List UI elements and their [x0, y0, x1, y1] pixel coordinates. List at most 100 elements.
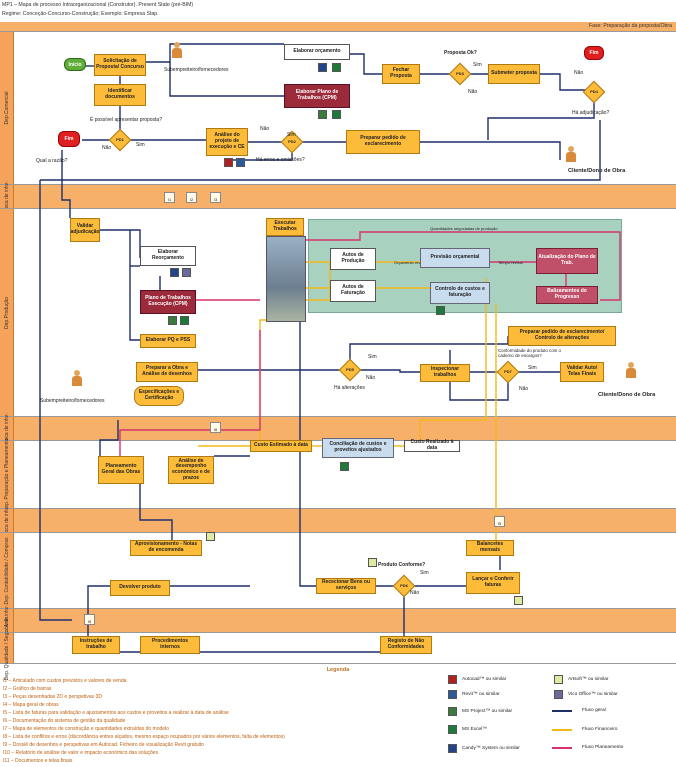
label-nao-3: Não: [260, 126, 270, 132]
node-previsao-orcamental[interactable]: Previsão orçamental: [420, 248, 490, 268]
excel-icon: [436, 306, 445, 315]
candy-icon: [170, 268, 179, 277]
node-conciliacao[interactable]: Conciliação de custos e proveitos ajusta…: [322, 438, 394, 458]
node-autos-producao[interactable]: Autos de Produção: [330, 248, 376, 270]
legend-software: Artsoft™ ou similar: [568, 677, 609, 682]
node-custo-realizado[interactable]: Custo Realizado à data: [404, 439, 460, 452]
excel-icon: [340, 462, 349, 471]
node-identificar[interactable]: Identificar documentos: [94, 84, 146, 106]
decision-pd1-label: PD1: [116, 137, 124, 142]
doc-i8: I8: [210, 422, 221, 433]
label-cliente-1: Cliente/Dono de Obra: [568, 168, 626, 174]
node-elaborar-plano[interactable]: Elaborar Plano de Trabalhos (CPM): [284, 84, 350, 108]
legend-item: I10 – Relatório de análise de valor e im…: [3, 750, 159, 756]
end-terminal-1[interactable]: Fim: [58, 131, 80, 147]
label-sim-4: Sim: [368, 354, 377, 360]
node-autos-faturacao[interactable]: Autos de Faturação: [330, 280, 376, 302]
legend-flow: Fluxo geral: [582, 708, 606, 713]
node-preparar-pedido[interactable]: Preparar pedido de esclarecimento: [346, 130, 420, 154]
node-controlo-custos[interactable]: Controlo de custos e faturação: [430, 282, 490, 304]
node-especificacoes[interactable]: Especificações e Certificação: [134, 386, 184, 406]
label-nao-6: Não: [410, 590, 420, 596]
node-fechar-proposta[interactable]: Fechar Proposta: [382, 64, 420, 84]
node-validar-auto[interactable]: Validar Auto/ Telas Finais: [560, 362, 604, 382]
node-elaborar-reorcamento[interactable]: Elaborar Reorçamento: [140, 246, 196, 266]
node-analise-desempenho[interactable]: Análise de desempenho económico e de pra…: [168, 456, 214, 484]
doc-i2: I2: [186, 192, 197, 203]
node-solicitacao[interactable]: Solicitação de Proposta/ Concurso: [94, 54, 146, 76]
label-orcamento-revisto: Orçamento revisto: [394, 260, 427, 265]
client-icon: [624, 362, 638, 378]
node-rececionar[interactable]: Rececionar Bens ou serviços: [316, 578, 376, 594]
ms-project-icon: [448, 707, 457, 716]
node-balancetes[interactable]: Balancetes mensais: [466, 540, 514, 556]
end-terminal-2[interactable]: Fim: [584, 46, 604, 60]
decision-pd2-label: PD2: [288, 139, 296, 144]
label-sim-6: Sim: [420, 570, 429, 576]
node-preparar-obra[interactable]: Preparar a Obra e Análise de desenhos: [136, 362, 198, 382]
legend-line-financial: [552, 729, 572, 731]
label-ha-erros: Há erros e omissões?: [256, 157, 305, 163]
decision-pd4-label: PD4: [590, 89, 598, 94]
lane-troca-2: Troca de infor.: [0, 413, 676, 444]
node-plano-execucao[interactable]: Plano de Trabalhos Execução (CPM): [140, 290, 196, 314]
node-balizamentos[interactable]: Balizamentos do Progresso: [536, 286, 598, 304]
legend-item: I4 – Mapa geral de obras: [3, 702, 59, 708]
label-nao-2: Não: [102, 145, 112, 151]
legend-item: I11 – Documentos e telas finais: [3, 758, 73, 764]
decision-pd7-label: PD7: [504, 369, 512, 374]
client-icon: [564, 146, 578, 162]
node-analise-projeto[interactable]: Análise do projeto de execução e CE: [206, 128, 248, 156]
node-elaborar-pq-pss[interactable]: Elaborar PQ e PSS: [140, 334, 196, 348]
node-aprovisionamento[interactable]: Aprovisionamento - Notas de encomenda: [130, 540, 202, 556]
revit-icon: [236, 158, 245, 167]
node-executar-trabalhos[interactable]: Executar Trabalhos: [266, 218, 304, 236]
node-procedimentos[interactable]: Procedimentos internos: [140, 636, 200, 654]
phase-label: Fase: Preparação da proposta/Obra: [588, 23, 672, 29]
ms-project-icon: [318, 110, 327, 119]
legend-software: Revit™ ou similar: [462, 692, 500, 697]
legend-item: I8 – Lista de conflitos e erros (discord…: [3, 734, 285, 740]
construction-photo: [266, 236, 306, 322]
legend-line-general: [552, 710, 572, 712]
candy-icon: [448, 744, 457, 753]
node-atualizacao-plano[interactable]: Atualização do Plano de Trab.: [536, 248, 598, 274]
decision-pd3-label: PD3: [456, 71, 464, 76]
legend-flow: Fluxo Financeiro: [582, 727, 618, 732]
subcontractor-icon: [70, 370, 84, 386]
label-cliente-2: Cliente/Dono de Obra: [598, 392, 656, 398]
label-nao-5: Não: [519, 386, 529, 392]
node-devolver-produto[interactable]: Devolver produto: [110, 580, 170, 596]
node-elaborar-orcamento[interactable]: Elaborar orçamento: [284, 44, 350, 60]
doc-i5b: I5: [84, 614, 95, 625]
legend-item: I7 – Mapa de elementos de construção e q…: [3, 726, 169, 732]
node-custo-estimado[interactable]: Custo Estimado à data: [250, 440, 312, 452]
lane-troca-4: Troca de infor.: [0, 605, 676, 636]
legend-item: I9 – Dossiê de desenhos e perspetivas em…: [3, 742, 204, 748]
label-ha-adjudicacao: Há adjudicação?: [572, 110, 610, 116]
lane-troca-1: Troca de infor.: [0, 181, 676, 212]
label-nao-4: Não: [366, 375, 376, 381]
node-instrucoes[interactable]: Instruções de trabalho: [72, 636, 120, 654]
node-planeamento-geral[interactable]: Planeamento Geral das Obras: [98, 456, 144, 484]
node-lancar-faturas[interactable]: Lançar e Conferir faturas: [466, 572, 520, 594]
label-e-possivel: É possível apresentar proposta?: [90, 117, 162, 123]
label-sim-5: Sim: [528, 365, 537, 371]
node-registo-nao-conformidades[interactable]: Registo de Não Conformidades: [380, 636, 432, 654]
node-inspecionar[interactable]: Inspecionar trabalhos: [420, 364, 470, 382]
label-subempreiteiro-1: Subempreiteiro/fornecedores: [164, 67, 229, 73]
label-tempo-revisto: Tempo revisto: [498, 260, 523, 265]
label-nao-top: Não: [574, 70, 584, 76]
diagram-title: MP1 – Mapa de processo Intraorganizacion…: [2, 2, 194, 8]
node-validar-adjudicacao[interactable]: Validar adjudicação: [70, 218, 100, 242]
vico-icon: [554, 690, 563, 699]
label-qual-razao: Qual a razão?: [36, 158, 68, 164]
decision-pd5-label: PD5: [346, 367, 354, 372]
start-terminal[interactable]: Início: [64, 58, 86, 71]
node-submeter-proposta[interactable]: Submeter proposta: [488, 64, 540, 84]
phase-bar: Fase: Preparação da proposta/Obra: [0, 22, 676, 31]
decision-pd6-label: PD6: [400, 583, 408, 588]
node-preparar-pedido-2[interactable]: Preparar pedido de esclarecimento/ Contr…: [508, 326, 616, 346]
vico-icon: [182, 268, 191, 277]
legend-software: Candy™ System ou similar: [462, 746, 520, 751]
